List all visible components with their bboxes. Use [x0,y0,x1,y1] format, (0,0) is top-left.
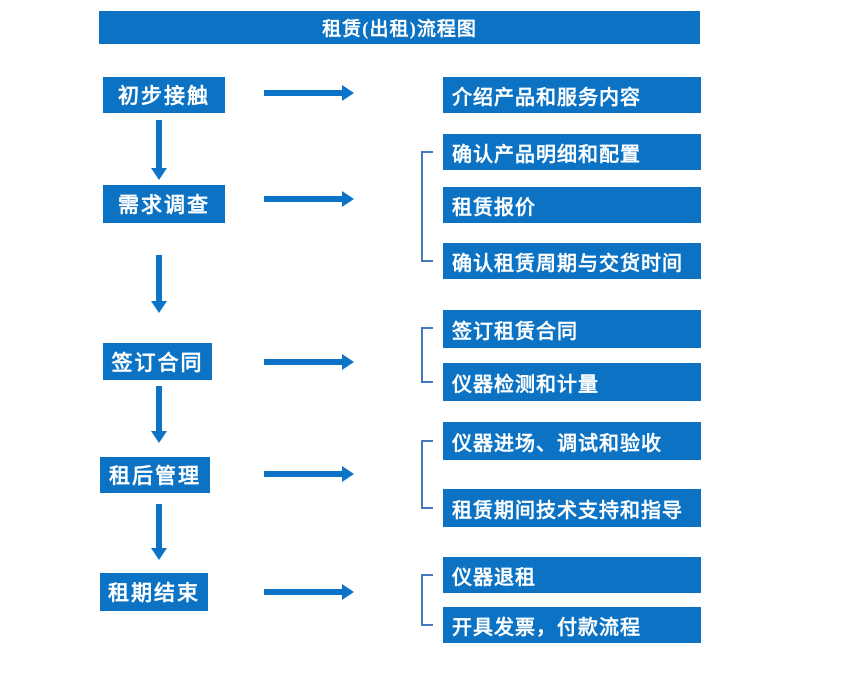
detail-box: 介绍产品和服务内容 [443,77,701,113]
right-arrow-icon [264,354,354,370]
detail-label: 确认租赁周期与交货时间 [452,252,683,275]
arrow-head [342,191,354,207]
detail-label: 开具发票，付款流程 [452,616,641,639]
diagram-title: 租赁(出租)流程图 [99,11,700,44]
detail-box: 租赁报价 [443,187,701,223]
detail-box: 开具发票，付款流程 [443,607,701,643]
right-arrow-icon [264,466,354,482]
arrow-shaft [264,196,343,202]
arrow-shaft [264,359,343,365]
detail-box: 确认产品明细和配置 [443,134,701,170]
arrow-shaft [264,90,343,96]
arrow-head [342,85,354,101]
detail-box: 仪器检测和计量 [443,363,701,401]
step-box-initial-contact: 初步接触 [103,77,225,113]
group-bracket [421,440,433,509]
group-bracket [421,574,433,626]
arrow-head [151,168,167,180]
detail-box: 仪器进场、调试和验收 [443,422,701,460]
step-label: 签订合同 [111,350,204,375]
step-label: 租期结束 [108,581,200,605]
down-arrow-icon [151,120,167,180]
detail-box: 签订租赁合同 [443,310,701,348]
arrow-head [342,584,354,600]
right-arrow-icon [264,584,354,600]
right-arrow-icon [264,191,354,207]
detail-label: 仪器进场、调试和验收 [452,432,662,455]
arrow-shaft [156,255,162,301]
down-arrow-icon [151,255,167,313]
arrow-head [342,354,354,370]
down-arrow-icon [151,504,167,560]
group-bracket [421,327,433,383]
arrow-shaft [264,589,343,595]
detail-label: 仪器检测和计量 [452,373,599,396]
detail-box: 确认租赁周期与交货时间 [443,243,701,279]
detail-label: 仪器退租 [452,566,536,589]
right-arrow-icon [264,85,354,101]
diagram-title-text: 租赁(出租)流程图 [322,19,477,40]
detail-label: 确认产品明细和配置 [452,143,641,166]
step-box-post-rental-management: 租后管理 [100,457,210,493]
detail-label: 签订租赁合同 [452,320,578,343]
detail-label: 介绍产品和服务内容 [452,86,641,109]
detail-box: 仪器退租 [443,557,701,593]
group-bracket [421,151,433,262]
arrow-shaft [156,386,162,431]
detail-label: 租赁报价 [452,196,536,219]
step-box-demand-survey: 需求调查 [103,185,225,223]
detail-box: 租赁期间技术支持和指导 [443,489,701,527]
detail-label: 租赁期间技术支持和指导 [452,499,683,522]
arrow-head [151,431,167,443]
arrow-shaft [264,471,343,477]
arrow-head [342,466,354,482]
arrow-shaft [156,120,162,168]
down-arrow-icon [151,386,167,443]
step-label: 租后管理 [109,464,201,488]
arrow-head [151,301,167,313]
arrow-shaft [156,504,162,548]
step-box-rental-end: 租期结束 [100,573,208,611]
step-box-sign-contract: 签订合同 [103,343,212,380]
arrow-head [151,548,167,560]
step-label: 初步接触 [118,84,210,108]
step-label: 需求调查 [118,193,210,217]
